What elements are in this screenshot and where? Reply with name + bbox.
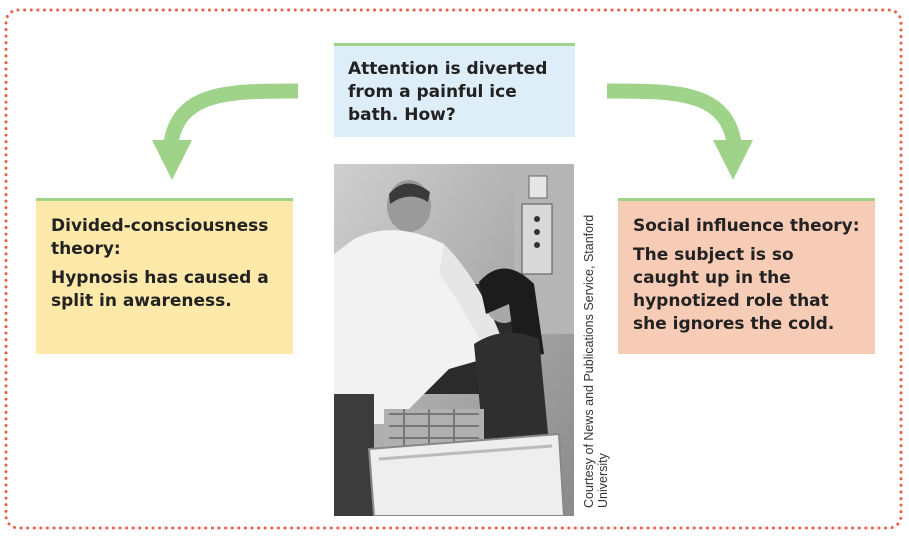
social-influence-title: Social influence theory:	[633, 216, 860, 236]
social-influence-body: The subject is so caught up in the hypno…	[633, 245, 835, 334]
hypnosis-ice-bath-photo	[334, 164, 574, 516]
right-curved-arrow	[606, 83, 753, 180]
divided-consciousness-box: Divided-consciousness theory: Hypnosis h…	[36, 198, 293, 354]
photo-credit: Courtesy of News and Publications Servic…	[582, 214, 610, 508]
left-curved-arrow	[152, 83, 299, 180]
attention-question-box: Attention is diverted from a painful ice…	[334, 43, 575, 137]
dotted-frame	[4, 8, 903, 530]
divided-consciousness-body: Hypnosis has caused a split in awareness…	[51, 268, 269, 311]
divided-consciousness-title: Divided-consciousness theory:	[51, 216, 269, 259]
attention-question-text: Attention is diverted from a painful ice…	[348, 59, 548, 125]
social-influence-box: Social influence theory: The subject is …	[618, 198, 875, 354]
